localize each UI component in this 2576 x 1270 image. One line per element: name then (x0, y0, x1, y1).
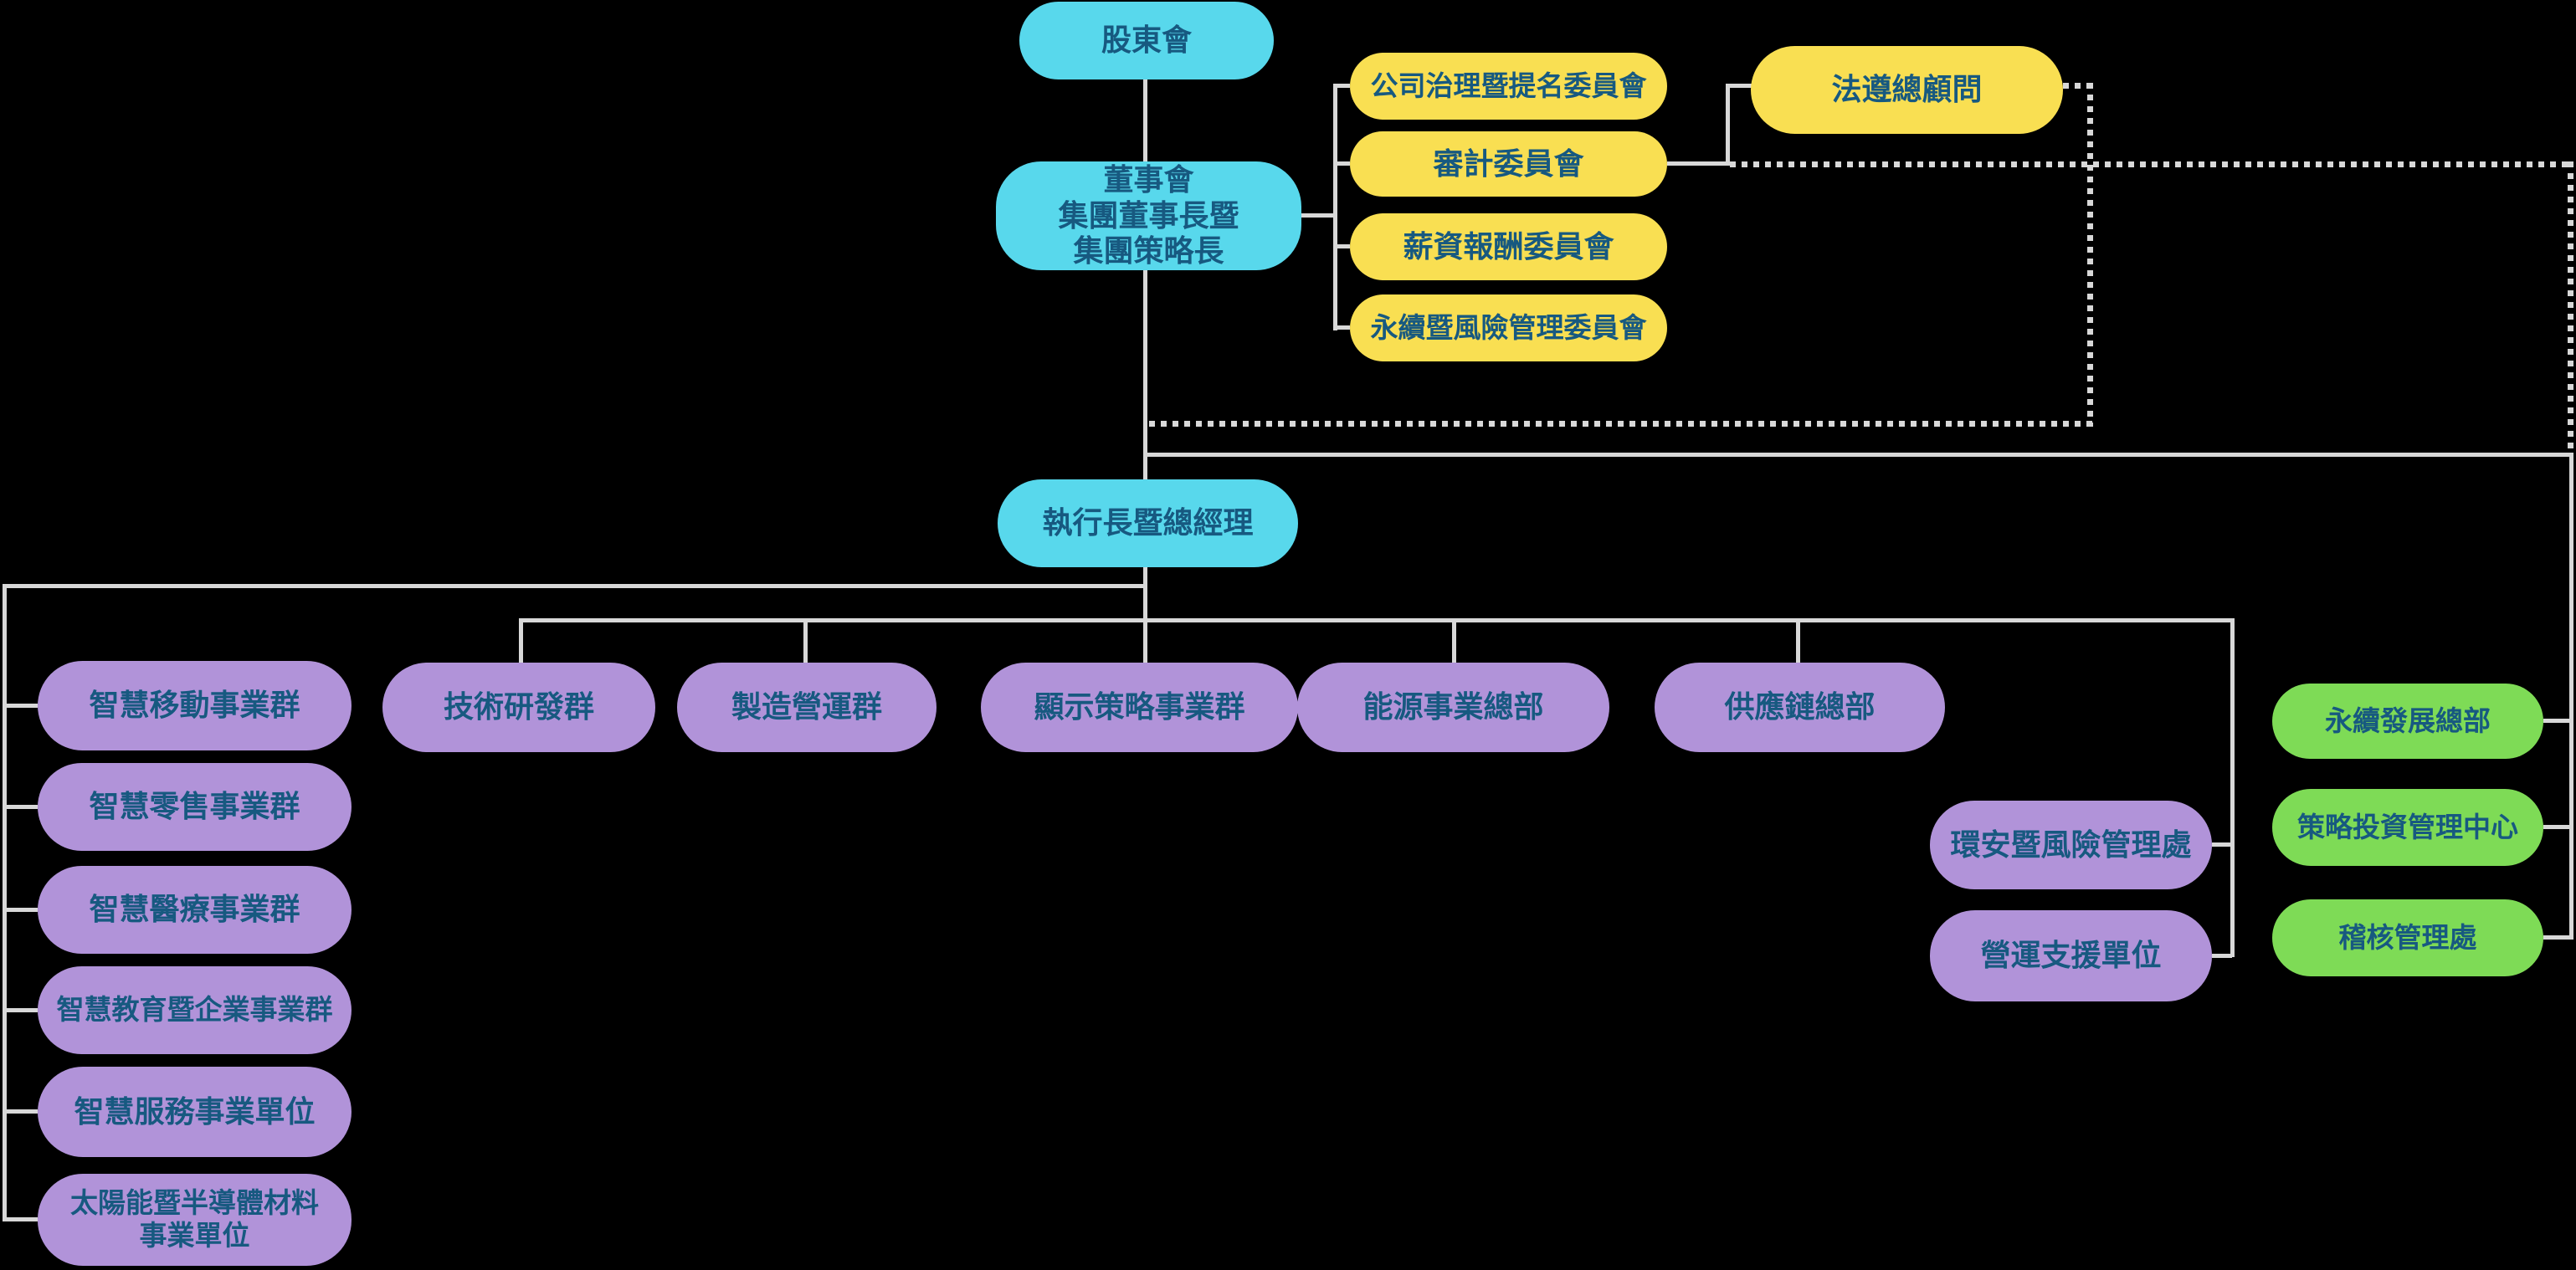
connector-left-branch (3, 584, 1145, 588)
node-smart-medical-bg-label: 智慧醫療事業群 (89, 892, 300, 927)
connector-ceo-right-branch (1143, 453, 2573, 457)
node-board: 董事會 集團董事長暨 集團策略長 (996, 161, 1301, 270)
dotted-right-rail-drop (2568, 161, 2573, 454)
node-governance-committee: 公司治理暨提名委員會 (1350, 53, 1667, 120)
node-compensation-committee-label: 薪資報酬委員會 (1403, 228, 1614, 264)
node-audit-mgmt-office-label: 稽核管理處 (2338, 921, 2477, 953)
stub-compensation-committee (1333, 244, 1350, 248)
node-shareholders: 股東會 (1019, 2, 1274, 79)
connector-board-committees (1301, 213, 1337, 218)
node-tech-rd-group: 技術研發群 (382, 663, 655, 752)
committee-bracket-rail (1333, 84, 1337, 330)
stub-ops-support (2212, 954, 2232, 958)
node-audit-committee: 審計委員會 (1350, 131, 1667, 197)
riser-supply-chain (1796, 618, 1800, 663)
node-display-strategy-bg: 顯示策略事業群 (981, 663, 1298, 752)
node-supply-chain-hq-label: 供應鏈總部 (1724, 689, 1876, 725)
stub-esg-risk-committee (1333, 325, 1350, 330)
connector-right-rail (2569, 453, 2573, 940)
stub-smart-medical (3, 908, 38, 912)
node-manufacturing-ops-group: 製造營運群 (677, 663, 936, 752)
connector-right-drop (2230, 618, 2235, 957)
node-smart-medical-bg: 智慧醫療事業群 (38, 866, 352, 954)
riser-tech-rd (519, 618, 523, 663)
node-chief-compliance-counsel-label: 法遵總顧問 (1831, 72, 1983, 107)
node-board-label: 董事會 集團董事長暨 集團策略長 (1058, 162, 1239, 269)
connector-board-ceo (1143, 270, 1147, 481)
stub-strategic-investment (2543, 825, 2569, 829)
node-strategic-investment-center: 策略投資管理中心 (2272, 789, 2543, 866)
connector-audit-elbow-bottom (1667, 161, 1730, 166)
node-ceo: 執行長暨總經理 (998, 479, 1298, 567)
stub-audit-mgmt-office (2543, 935, 2569, 940)
stub-smart-retail (3, 805, 38, 809)
node-compensation-committee: 薪資報酬委員會 (1350, 213, 1667, 280)
node-energy-business-hq: 能源事業總部 (1297, 663, 1609, 752)
connector-elbow-compliance (1726, 84, 1752, 88)
stub-smart-mobility (3, 704, 38, 708)
node-smart-education-enterprise-bg-label: 智慧教育暨企業事業群 (56, 994, 333, 1026)
node-energy-business-hq-label: 能源事業總部 (1362, 689, 1544, 725)
node-ops-support-unit-label: 營運支援單位 (1980, 938, 2162, 973)
connector-ceo-distribution (1143, 567, 1147, 664)
node-esg-risk-committee: 永續暨風險管理委員會 (1350, 294, 1667, 361)
node-tech-rd-group-label: 技術研發群 (443, 689, 594, 725)
dotted-compliance-to-ceo (1149, 421, 2093, 427)
node-ehs-risk-mgmt-office-label: 環安暨風險管理處 (1950, 827, 2192, 862)
stub-audit-committee (1333, 161, 1350, 166)
node-manufacturing-ops-group-label: 製造營運群 (731, 689, 882, 725)
node-smart-retail-bg-label: 智慧零售事業群 (89, 789, 300, 824)
connector-shareholders-board (1143, 79, 1147, 163)
node-smart-retail-bg: 智慧零售事業群 (38, 763, 352, 851)
dotted-compliance-drop (2087, 83, 2093, 427)
node-audit-committee-label: 審計委員會 (1433, 146, 1584, 181)
node-display-strategy-bg-label: 顯示策略事業群 (1034, 689, 1245, 725)
node-supply-chain-hq: 供應鏈總部 (1655, 663, 1945, 752)
stub-sustainability-hq (2543, 719, 2569, 723)
node-sustainability-hq: 永續發展總部 (2272, 684, 2543, 759)
stub-smart-education (3, 1008, 38, 1012)
connector-audit-elbow-rise (1726, 84, 1730, 166)
node-smart-services-bu-label: 智慧服務事業單位 (74, 1093, 316, 1129)
node-ops-support-unit: 營運支援單位 (1930, 910, 2212, 1001)
node-smart-services-bu: 智慧服務事業單位 (38, 1067, 352, 1157)
stub-ehs-risk (2212, 842, 2232, 847)
node-shareholders-label: 股東會 (1101, 23, 1192, 58)
stub-smart-services (3, 1109, 38, 1114)
riser-manufacturing (803, 618, 808, 663)
node-solar-semiconductor-bu-label: 太陽能暨半導體材料 事業單位 (70, 1187, 319, 1251)
node-solar-semiconductor-bu: 太陽能暨半導體材料 事業單位 (38, 1174, 352, 1266)
node-audit-mgmt-office: 稽核管理處 (2272, 899, 2543, 976)
node-sustainability-hq-label: 永續發展總部 (2325, 704, 2491, 736)
node-governance-committee-label: 公司治理暨提名委員會 (1370, 69, 1647, 101)
node-smart-education-enterprise-bg: 智慧教育暨企業事業群 (38, 966, 352, 1054)
node-ehs-risk-mgmt-office: 環安暨風險管理處 (1930, 801, 2212, 889)
node-ceo-label: 執行長暨總經理 (1042, 505, 1254, 540)
stub-governance-committee (1333, 84, 1350, 88)
riser-energy (1452, 618, 1456, 663)
node-smart-mobility-bg: 智慧移動事業群 (38, 661, 352, 750)
distribution-line (519, 618, 2235, 622)
node-strategic-investment-center-label: 策略投資管理中心 (2297, 811, 2518, 842)
node-esg-risk-committee-label: 永續暨風險管理委員會 (1370, 311, 1647, 343)
dotted-compliance-out (2063, 83, 2093, 89)
stub-solar-semiconductor (3, 1217, 38, 1221)
node-chief-compliance-counsel: 法遵總顧問 (1751, 46, 2063, 134)
connector-left-rail (3, 584, 7, 1221)
dotted-audit-to-right-rail (1730, 161, 2573, 167)
node-smart-mobility-bg-label: 智慧移動事業群 (89, 688, 300, 723)
